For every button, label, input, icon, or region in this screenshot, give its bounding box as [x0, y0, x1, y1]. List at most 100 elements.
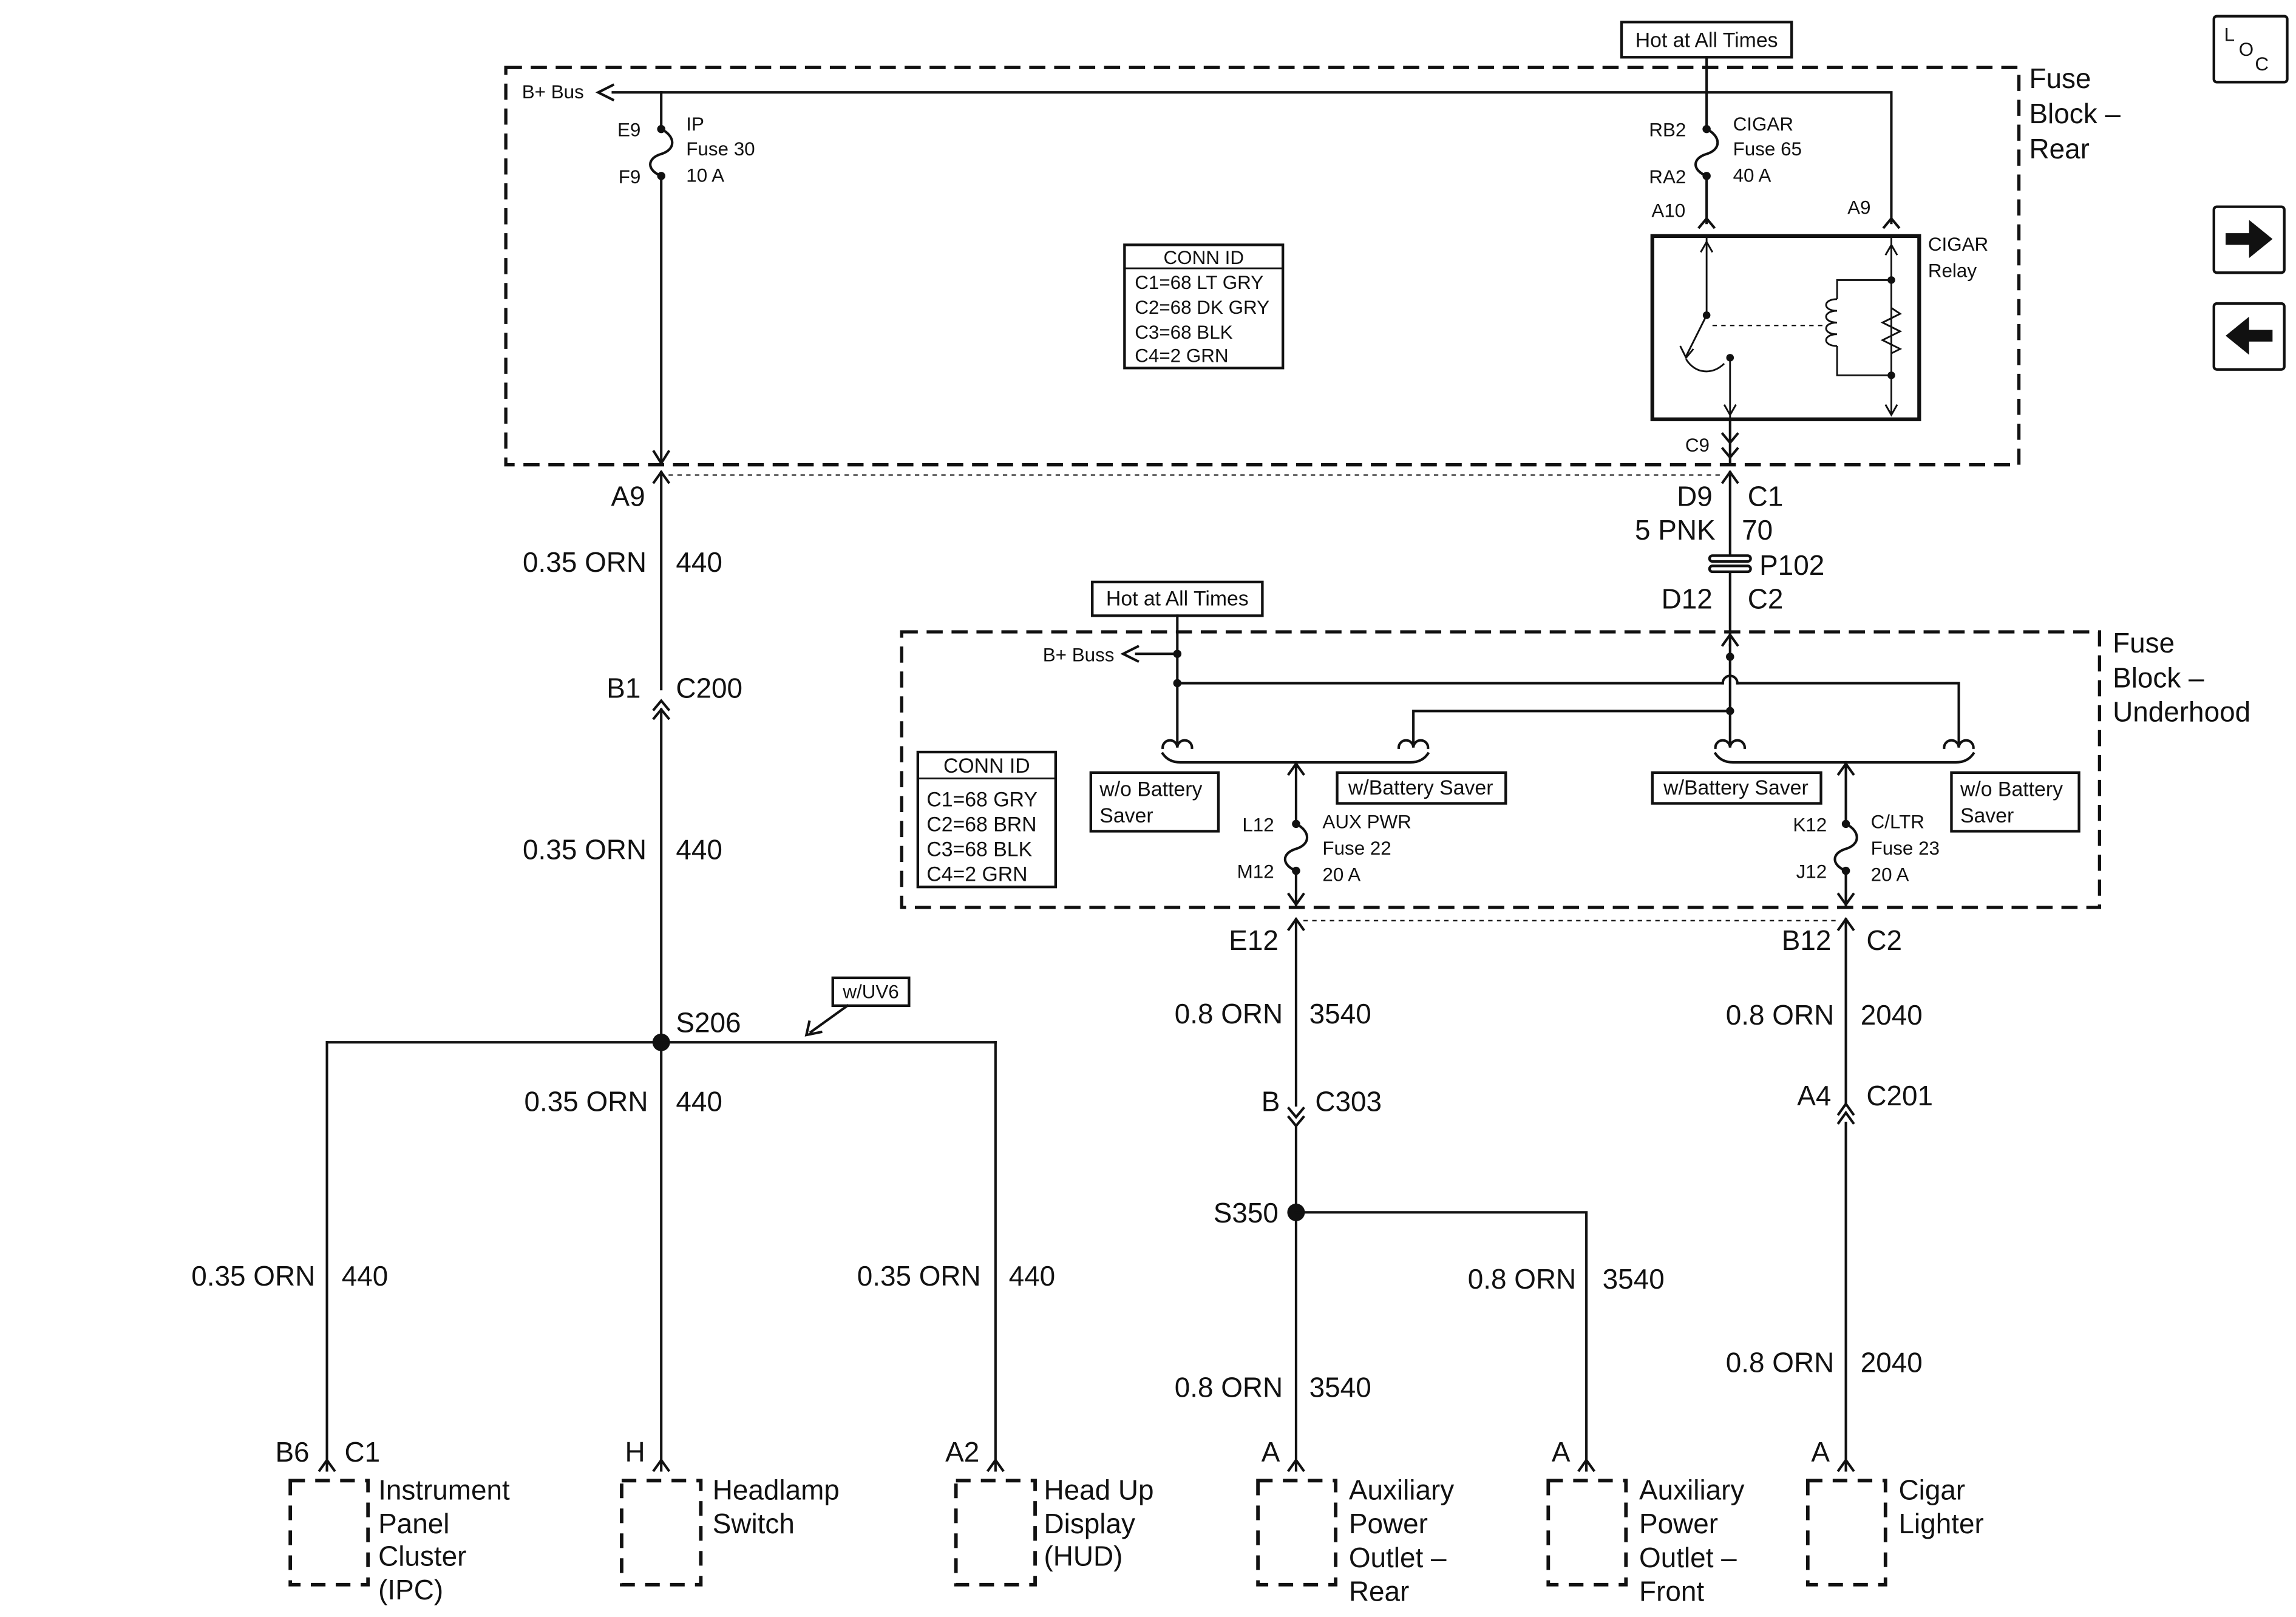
option-w-battery-saver-right-label: w/Battery Saver	[1663, 776, 1809, 799]
ip-fuse-number: Fuse 30	[686, 138, 755, 160]
pin-a9: A9	[611, 480, 645, 512]
loc-letter: L	[2224, 24, 2235, 46]
aux-fuse-top-pin: L12	[1242, 814, 1274, 835]
cigar-lighter-label: Lighter	[1899, 1508, 1984, 1539]
hud-pin: A2	[945, 1436, 979, 1468]
conn-id-underhood-row: C1=68 GRY	[926, 788, 1038, 811]
hud-label: (HUD)	[1044, 1540, 1123, 1571]
fuse-block-underhood-title-3: Underhood	[2113, 696, 2250, 727]
pin-b: B	[1262, 1086, 1280, 1117]
wire-size-color: 0.35 ORN	[191, 1260, 315, 1292]
wire-circuit: 2040	[1861, 1347, 1923, 1378]
arrow-right-icon[interactable]	[2212, 205, 2286, 274]
hot-at-all-times-box	[1091, 580, 1264, 617]
relay-pin-a10: A10	[1651, 200, 1685, 222]
ipc-label: Panel	[378, 1508, 449, 1539]
aux-rear-label: Power	[1349, 1508, 1428, 1539]
ip-fuse-name: IP	[686, 114, 704, 135]
option-uv6-label: w/UV6	[842, 981, 898, 1003]
headlamp-label: Switch	[713, 1508, 795, 1539]
wire-circuit: 440	[676, 833, 722, 865]
aux-front-label: Outlet –	[1639, 1542, 1737, 1573]
cigar-fuse-name: CIGAR	[1733, 114, 1793, 135]
aux-front-label: Auxiliary	[1639, 1474, 1744, 1506]
component-aux-outlet-rear: A Auxiliary Power Outlet – Rear	[1256, 1436, 1454, 1607]
cltr-fuse-bottom-pin: J12	[1796, 861, 1827, 883]
wire-circuit: 2040	[1861, 999, 1923, 1031]
wire-size-color: 0.35 ORN	[857, 1260, 981, 1292]
left-harness: A9 0.35 ORN 440 B1 C200 0.35 ORN 440 S20…	[191, 470, 1055, 1472]
splice-s350-label: S350	[1214, 1197, 1279, 1229]
cigar-fuse-bottom-pin: RA2	[1649, 166, 1686, 188]
option-w-battery-saver-right	[1651, 771, 1822, 805]
ipc-label: Cluster	[378, 1540, 466, 1571]
inline-connector-p102	[1708, 554, 1752, 563]
component-aux-outlet-front: A Auxiliary Power Outlet – Front	[1546, 1436, 1744, 1607]
connector-c303: C303	[1315, 1086, 1382, 1117]
cigar-relay-label-2: Relay	[1928, 260, 1977, 282]
option-wo-battery-saver-left-label-2: Saver	[1099, 804, 1153, 827]
wire-size-color: 0.35 ORN	[524, 1086, 648, 1117]
pin-b1: B1	[606, 673, 640, 704]
aux-rear-label: Auxiliary	[1349, 1474, 1454, 1506]
option-wo-battery-saver-left	[1089, 771, 1220, 833]
wire-circuit: 70	[1742, 514, 1773, 546]
option-wo-battery-saver-right-label-2: Saver	[1960, 804, 2014, 827]
fuse-block-rear-title-1: Fuse	[2029, 63, 2091, 94]
wire-circuit: 3540	[1603, 1263, 1665, 1295]
conn-id-underhood-row: C4=2 GRN	[926, 863, 1027, 886]
component-cigar-lighter: A Cigar Lighter	[1805, 1436, 1984, 1587]
cigar-fuse-rating: 40 A	[1733, 165, 1771, 186]
conn-id-underhood-row: C2=68 BRN	[926, 813, 1036, 836]
option-wo-battery-saver-right	[1950, 771, 2080, 833]
ip-fuse-top-pin: E9	[617, 120, 640, 141]
b-plus-bus-label: B+ Bus	[522, 81, 584, 103]
cigar-lighter-component-box	[1805, 1479, 1887, 1587]
cigar-lighter-label: Cigar	[1899, 1474, 1966, 1506]
cigar-lighter-pin: A	[1811, 1436, 1830, 1468]
connector-c2: C2	[1866, 924, 1902, 956]
hud-label: Head Up	[1044, 1474, 1154, 1506]
hud-label: Display	[1044, 1508, 1135, 1539]
hud-component-box	[954, 1479, 1037, 1587]
cltr-fuse-number: Fuse 23	[1871, 838, 1940, 859]
aux-fuse-bottom-pin: M12	[1237, 861, 1274, 883]
wire-size-color: 0.8 ORN	[1726, 1347, 1834, 1378]
fuse-block-rear-outline	[504, 66, 2021, 467]
conn-id-rear-row: C3=68 BLK	[1135, 322, 1232, 343]
wire-size-color: 0.35 ORN	[523, 546, 647, 578]
headlamp-label: Headlamp	[713, 1474, 840, 1506]
aux-harness: E12 0.8 ORN 3540 B C303 S350 0.8 ORN 354…	[1175, 917, 1665, 1472]
aux-rear-label: Rear	[1349, 1575, 1409, 1607]
component-hud: A2 Head Up Display (HUD)	[945, 1436, 1154, 1587]
relay-pin-a9: A9	[1847, 197, 1870, 219]
loc-icon[interactable]: L O C	[2212, 15, 2289, 84]
wire-size-color: 0.8 ORN	[1175, 1372, 1283, 1403]
pin-d9: D9	[1677, 480, 1713, 512]
cigar-harness: B12 C2 0.8 ORN 2040 A4 C201 0.8 ORN 2040	[1726, 917, 1933, 1472]
connector-c200: C200	[676, 673, 742, 704]
conn-id-underhood-row: C3=68 BLK	[926, 838, 1032, 861]
arrow-left-icon[interactable]	[2212, 302, 2286, 371]
aux-front-component-box	[1546, 1479, 1628, 1587]
loc-letter: C	[2255, 53, 2269, 75]
wire-size-color: 0.8 ORN	[1468, 1263, 1576, 1295]
relay-pin-c9: C9	[1685, 435, 1710, 456]
cigar-fuse-top-pin: RB2	[1649, 120, 1686, 141]
aux-rear-label: Outlet –	[1349, 1542, 1447, 1573]
cltr-fuse-rating: 20 A	[1871, 864, 1909, 886]
headlamp-pin: H	[625, 1436, 645, 1468]
aux-fuse-number: Fuse 22	[1322, 838, 1391, 859]
b-plus-buss-label: B+ Buss	[1043, 644, 1115, 665]
option-wo-battery-saver-left-label-1: w/o Battery	[1099, 778, 1202, 801]
component-headlamp-switch: H Headlamp Switch	[620, 1436, 840, 1587]
fuse-block-rear: Fuse Block – Rear Hot at All Times B+ Bu…	[504, 21, 2121, 467]
aux-front-label: Power	[1639, 1508, 1718, 1539]
connector-c1: C1	[1748, 480, 1784, 512]
wire-circuit: 440	[342, 1260, 389, 1292]
splice-s206-label: S206	[676, 1006, 741, 1038]
conn-id-underhood-title: CONN ID	[943, 754, 1030, 778]
ipc-label: (IPC)	[378, 1574, 443, 1605]
cigar-fuse-number: Fuse 65	[1733, 138, 1802, 160]
conn-id-rear-row: C1=68 LT GRY	[1135, 272, 1263, 293]
